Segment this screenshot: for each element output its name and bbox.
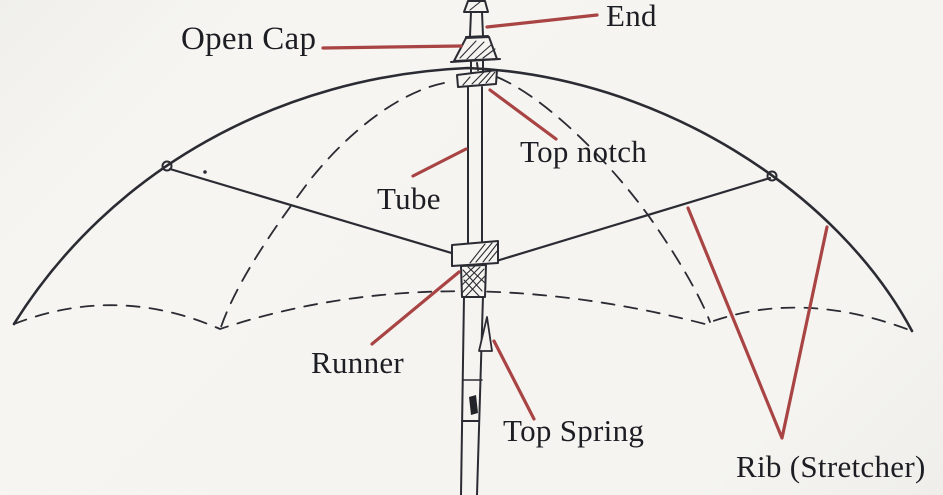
stretcher-left [168,167,457,256]
label-runner: Runner [311,345,405,380]
neck-pin [476,62,479,71]
tube-slot [469,395,478,415]
label-end: End [606,0,657,33]
runner-body-hatch [461,265,486,297]
end-tip-hatch [469,1,481,11]
label-rib-stretcher: Rib (Stretcher) [736,449,926,484]
stretcher-right [491,176,772,264]
label-top-spring: Top Spring [503,413,645,448]
runner-top-block-hatch [469,242,499,264]
end-tip [463,0,489,13]
label-open-cap: Open Cap [181,21,317,57]
end-shaft [465,11,489,38]
label-tube: Tube [377,181,441,216]
leader-open-cap [321,44,463,50]
canopy-rib-dashed-left [220,82,445,328]
runner-top-block [451,240,499,267]
canopy-rib-dashed-right [496,76,711,323]
top-notch-hatch [462,70,496,86]
leader-top-spring [492,339,536,421]
top-spring-flap [478,316,493,352]
leader-tube [411,147,468,178]
leader-end [485,13,599,29]
tube-upper [467,86,483,245]
tube-lower [460,295,484,495]
label-top-notch: Top notch [520,134,648,169]
leader-runner [370,270,461,346]
canopy-outline [12,66,914,333]
rib-joint-left [161,160,173,172]
leader-top-notch [488,88,558,141]
open-cap-hatch [459,40,496,60]
leader-rib-stretcher [686,206,829,440]
canopy-bottom-edge-dashed [13,290,913,332]
open-cap-lip [450,58,501,63]
rib-joint-right [766,170,778,182]
joint-dot [203,170,207,174]
